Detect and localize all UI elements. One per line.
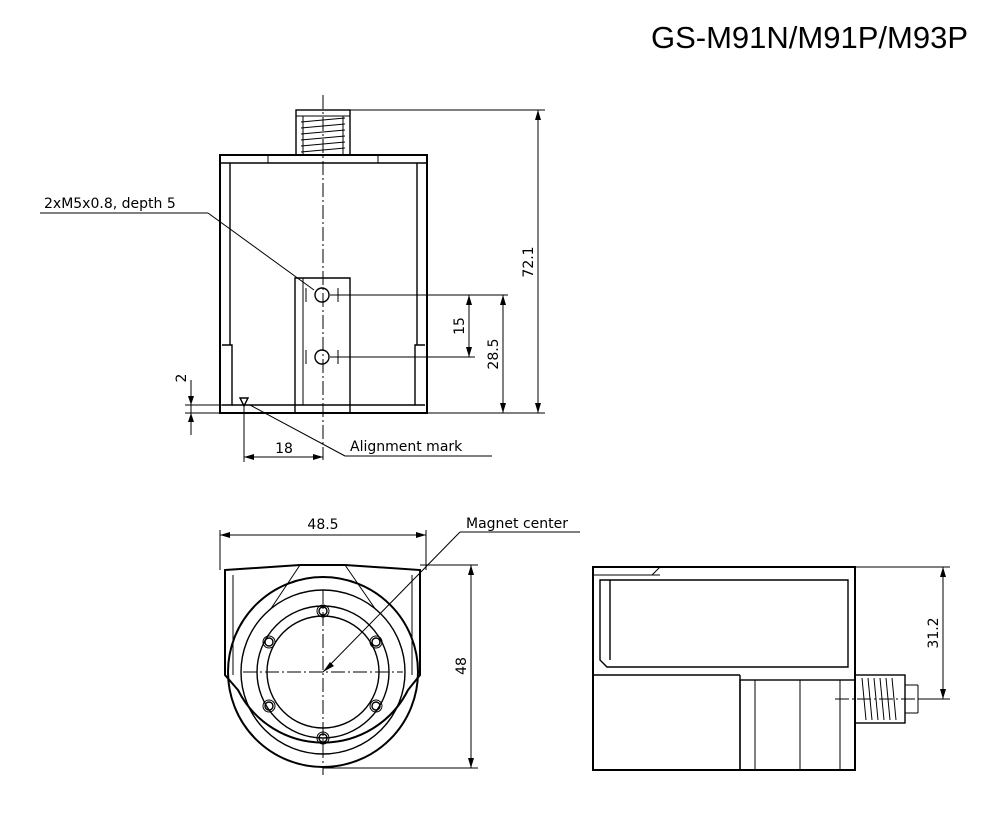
dim-overall-height-value: 72.1: [521, 246, 537, 277]
magnet-center-label: Magnet center: [466, 516, 568, 532]
alignment-mark-label: Alignment mark: [350, 439, 463, 455]
dim-body-height: 48: [323, 564, 478, 769]
dim-side-height: 31.2: [855, 566, 950, 700]
dim-hole-pitch: 15: [330, 294, 508, 358]
dim-overall-height: 72.1: [350, 109, 545, 414]
magnet-center-callout: Magnet center: [322, 516, 580, 673]
dim-hole-height-value: 28.5: [486, 338, 502, 369]
dim-mark-offset: 2: [174, 374, 240, 435]
side-view: 31.2: [592, 566, 950, 771]
alignment-mark-symbol: [238, 397, 250, 408]
dim-mark-offset-value: 2: [174, 374, 190, 383]
tapped-hole-upper: [314, 287, 330, 303]
alignment-mark-callout: Alignment mark: [249, 404, 492, 457]
dim-hole-pitch-value: 15: [452, 317, 468, 335]
tapped-hole-callout: 2xM5x0.8, depth 5: [40, 196, 315, 291]
dim-side-height-value: 31.2: [926, 617, 942, 648]
dim-mark-distance-value: 18: [275, 441, 293, 457]
dim-hole-height: 28.5: [486, 295, 506, 413]
model-title: GS-M91N/M91P/M93P: [651, 20, 968, 55]
tapped-hole-lower: [314, 349, 330, 365]
dim-width: 48.5: [219, 517, 427, 570]
bottom-view: Magnet center 48.5 48: [219, 516, 580, 775]
dim-width-value: 48.5: [307, 517, 338, 533]
dim-body-height-value: 48: [454, 657, 470, 675]
front-view: 2xM5x0.8, depth 5 Alignment mark 72.1 15: [40, 95, 545, 462]
dim-mark-distance: 18: [243, 406, 323, 462]
tapped-hole-label: 2xM5x0.8, depth 5: [44, 196, 176, 212]
